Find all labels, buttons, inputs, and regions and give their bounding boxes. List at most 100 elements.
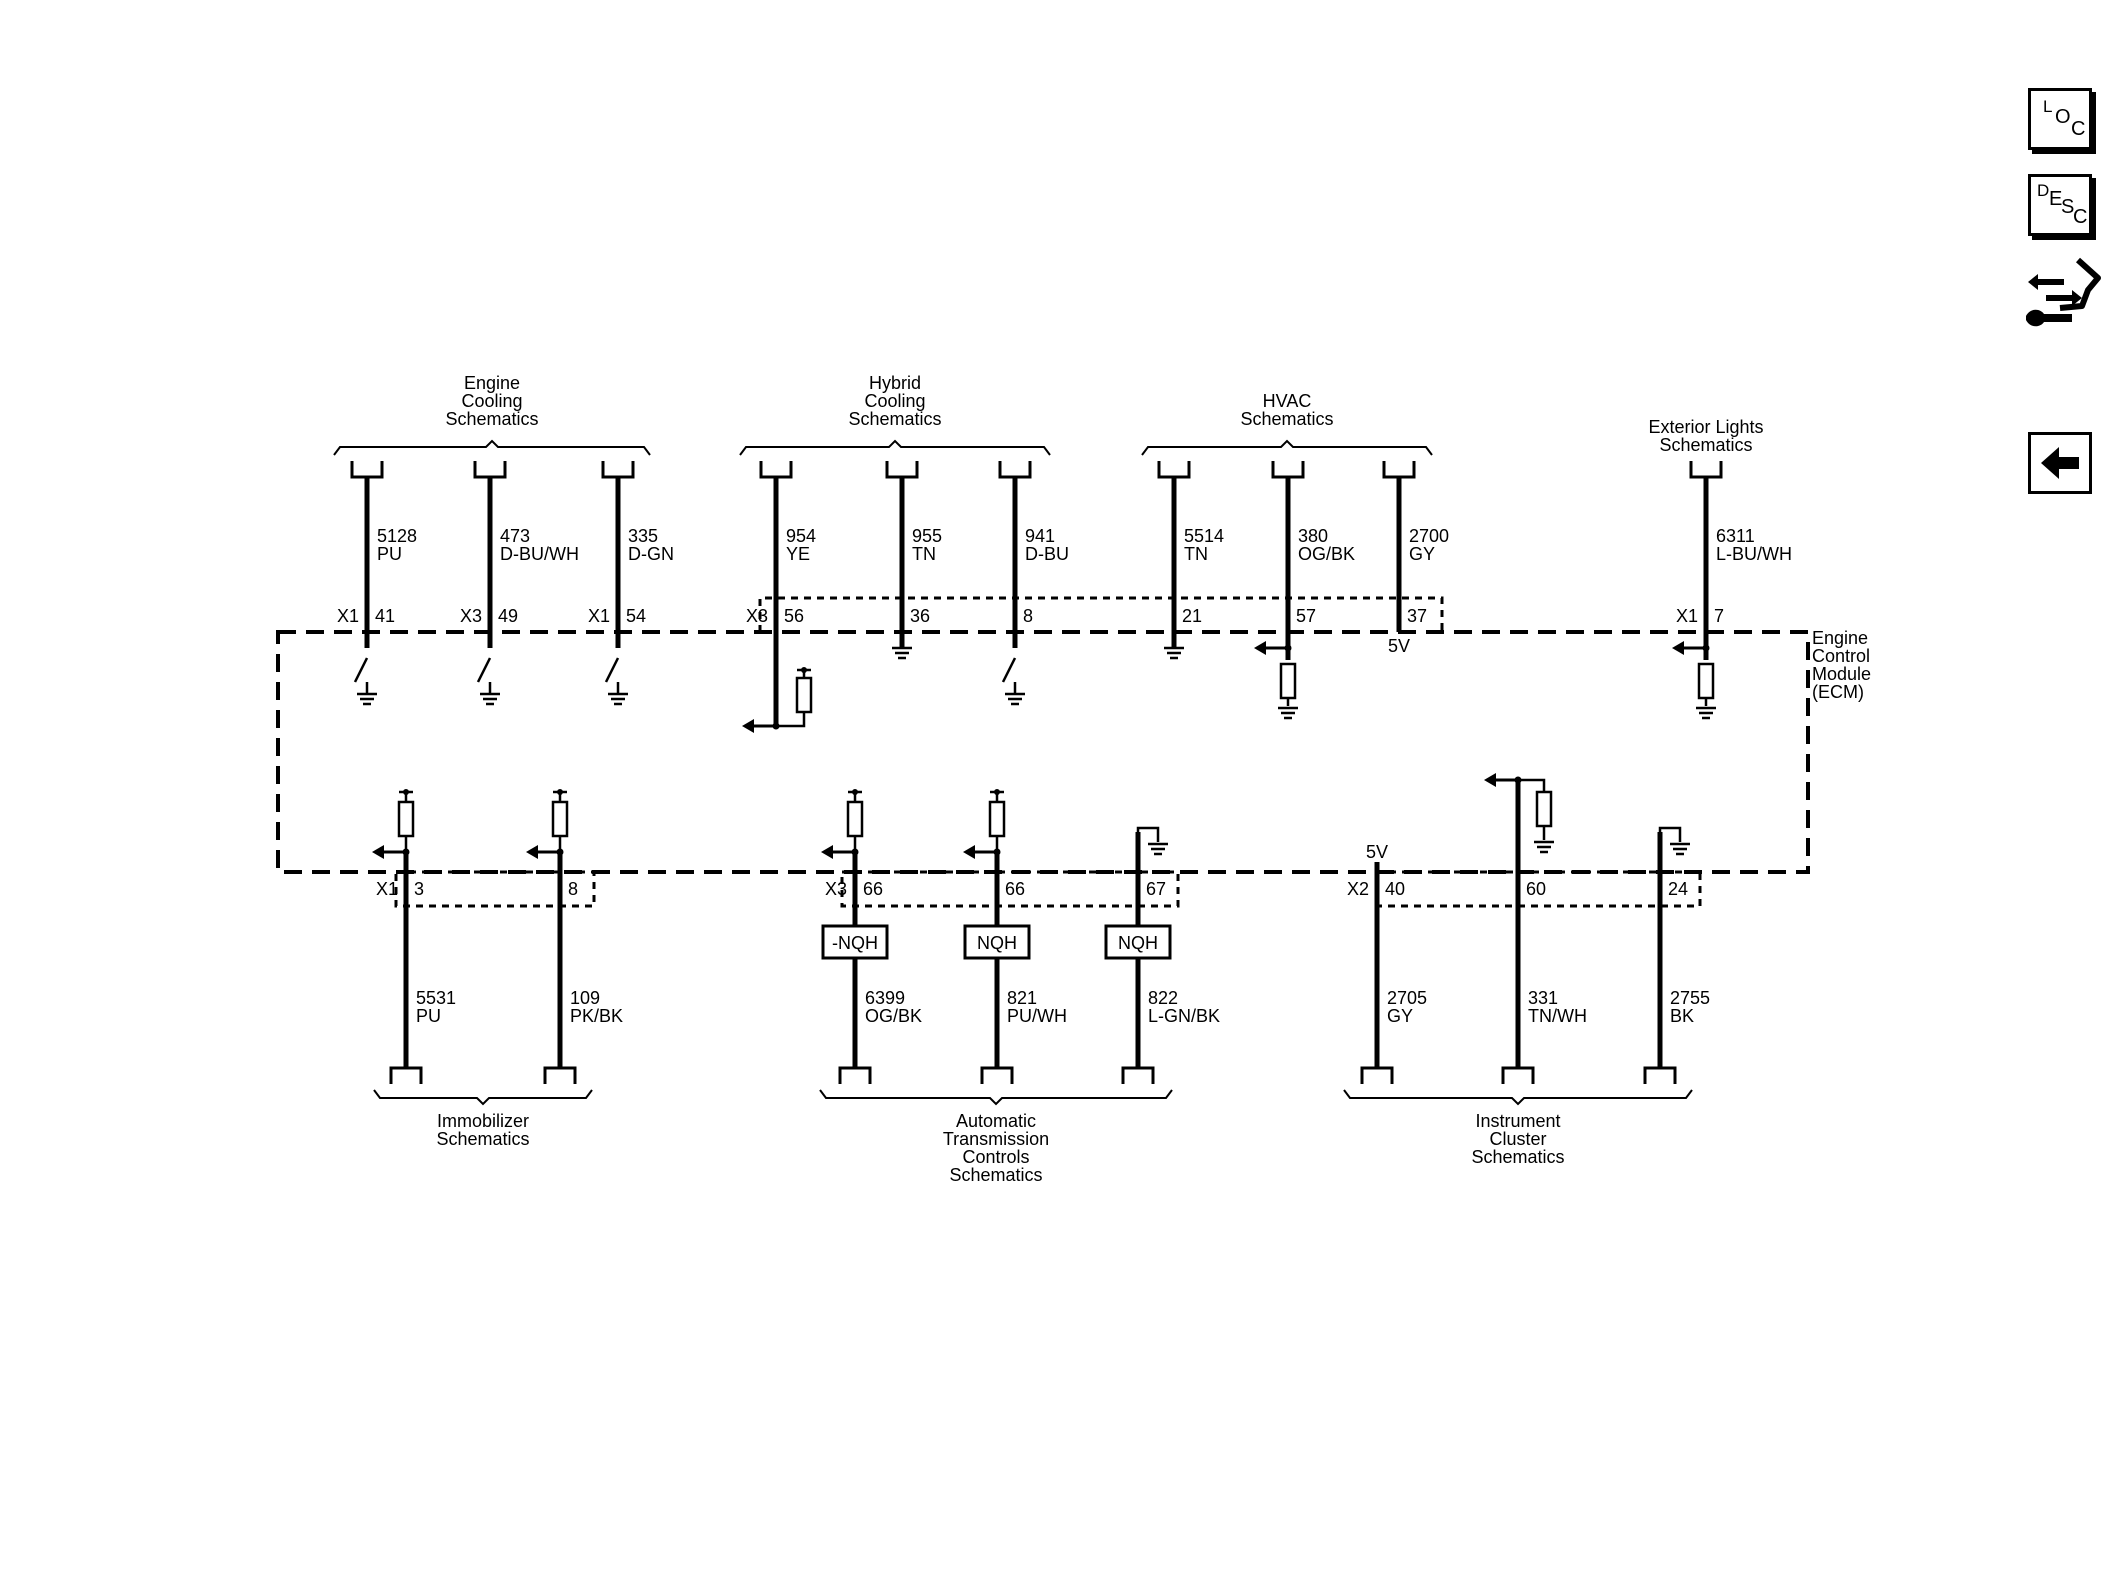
back-button[interactable] xyxy=(2028,432,2092,494)
wire-top-connector-4 xyxy=(885,461,919,479)
wire-top-pin-1: 49 xyxy=(498,606,518,626)
ecm-module-boundary xyxy=(276,630,1810,874)
wire-bottom-pin-0: 3 xyxy=(414,879,424,899)
wire-top-color-8: GY xyxy=(1409,544,1435,564)
header-bottom-1-line-1: Transmission xyxy=(943,1129,1049,1149)
wire-top-color-5: D-BU xyxy=(1025,544,1069,564)
arrow-top-954-head xyxy=(742,719,754,733)
header-top-1-line-0: Hybrid xyxy=(869,373,921,393)
wire-top-pin-9: 7 xyxy=(1714,606,1724,626)
wire-top-pin-5: 8 xyxy=(1023,606,1033,626)
header-top-bracket-1 xyxy=(739,439,1051,456)
wire-top-color-4: TN xyxy=(912,544,936,564)
header-bottom-0-line-0: Immobilizer xyxy=(437,1111,529,1131)
wire-bottom-pin-5: 40 xyxy=(1385,879,1405,899)
wire-top-conn-2: X1 xyxy=(588,606,610,626)
wire-bottom-connector-2 xyxy=(838,1066,872,1084)
desc-letter-s: S xyxy=(2061,196,2075,218)
wire-top-circuit-3: 954 xyxy=(786,526,816,546)
header-bottom-bracket-2 xyxy=(1343,1089,1693,1106)
wire-bottom-circuit-1: 109 xyxy=(570,988,600,1008)
module-label-line-3: (ECM) xyxy=(1812,682,1864,702)
ground-bottom-331 xyxy=(1534,840,1554,854)
connector-route-button[interactable] xyxy=(2024,256,2104,330)
header-top-bracket-0 xyxy=(333,439,651,456)
wire-top-pin-7: 57 xyxy=(1296,606,1316,626)
arrow-bottom-2-head xyxy=(821,845,833,859)
arrow-top-6311-node xyxy=(1702,644,1710,652)
desc-button[interactable]: D E S C xyxy=(2028,174,2092,236)
tap-bottom-822 xyxy=(1136,826,1160,842)
wire-top-connector-5 xyxy=(998,461,1032,479)
arrow-bottom-0-node xyxy=(402,848,410,856)
wire-bottom-color-2: OG/BK xyxy=(865,1006,922,1026)
nqh-label-0: -NQH xyxy=(832,933,878,953)
wire-top-color-1: D-BU/WH xyxy=(500,544,579,564)
wire-top-color-9: L-BU/WH xyxy=(1716,544,1792,564)
desc-letter-d: D xyxy=(2037,181,2050,200)
wire-top-connector-9 xyxy=(1689,461,1723,479)
arrow-bottom-331-head xyxy=(1484,773,1496,787)
header-top-2-line-1: Schematics xyxy=(1240,409,1333,429)
resistor-bottom-0 xyxy=(397,800,415,838)
arrow-top-380-node xyxy=(1284,644,1292,652)
nqh-box-1 xyxy=(963,924,1031,960)
wire-bottom-circuit-2: 6399 xyxy=(865,988,905,1008)
wire-bottom-connector-0 xyxy=(389,1066,423,1084)
wire-bottom-color-6: TN/WH xyxy=(1528,1006,1587,1026)
loc-button[interactable]: L O C xyxy=(2028,88,2092,150)
wire-top-connector-2 xyxy=(601,461,635,479)
wire-bottom-conn-0: X1 xyxy=(376,879,398,899)
header-top-0-line-2: Schematics xyxy=(445,409,538,429)
wire-top-circuit-8: 2700 xyxy=(1409,526,1449,546)
wire-bottom-color-7: BK xyxy=(1670,1006,1694,1026)
resistor-bottom-2 xyxy=(846,800,864,838)
wire-bottom-color-1: PK/BK xyxy=(570,1006,623,1026)
desc-letter-e: E xyxy=(2049,188,2063,210)
tap-bottom-2755 xyxy=(1658,826,1682,842)
desc-letter-c2: C xyxy=(2073,206,2088,228)
wire-bottom-circuit-3: 821 xyxy=(1007,988,1037,1008)
header-bottom-1-line-0: Automatic xyxy=(956,1111,1036,1131)
arrow-bottom-0-head xyxy=(372,845,384,859)
wire-top-conn-1: X3 xyxy=(460,606,482,626)
ground-top-6311 xyxy=(1696,706,1716,720)
header-bottom-0-line-1: Schematics xyxy=(436,1129,529,1149)
wire-bottom-conn-2: X3 xyxy=(825,879,847,899)
pull-bottom-1-dot xyxy=(557,789,563,795)
header-bottom-2-line-2: Schematics xyxy=(1471,1147,1564,1167)
arrow-bottom-1-node xyxy=(556,848,564,856)
resistor-bottom-331 xyxy=(1535,790,1553,828)
pull-bottom-0-dot xyxy=(403,789,409,795)
wire-top-connector-6 xyxy=(1157,461,1191,479)
switch-top-0-ground xyxy=(357,692,377,706)
arrow-bottom-3-head xyxy=(963,845,975,859)
wire-bottom-connector-4 xyxy=(1121,1066,1155,1084)
header-top-1-line-1: Cooling xyxy=(864,391,925,411)
wire-top-connector-3 xyxy=(759,461,793,479)
wire-top-circuit-2: 335 xyxy=(628,526,658,546)
wire-top-connector-0 xyxy=(350,461,384,479)
connector-x3-bottom-outline xyxy=(840,870,1180,908)
wire-bottom-connector-5 xyxy=(1360,1066,1394,1084)
pull-top-954-dot xyxy=(801,667,807,673)
wire-bottom-pin-1: 8 xyxy=(568,879,578,899)
wire-bottom-pin-2: 66 xyxy=(863,879,883,899)
wire-top-circuit-9: 6311 xyxy=(1716,526,1755,546)
ground-top-955 xyxy=(892,646,912,660)
header-top-1-line-2: Schematics xyxy=(848,409,941,429)
wire-top-circuit-6: 5514 xyxy=(1184,526,1224,546)
ground-bottom-2755 xyxy=(1670,842,1690,856)
resistor-top-954 xyxy=(795,676,813,714)
wire-bottom-conn-5: X2 xyxy=(1347,879,1369,899)
wire-bottom-connector-1 xyxy=(543,1066,577,1084)
switch-top-3-ground xyxy=(1005,692,1025,706)
wire-bottom-pin-6: 60 xyxy=(1526,879,1546,899)
ground-top-5514 xyxy=(1164,646,1184,660)
wire-top-connector-8 xyxy=(1382,461,1416,479)
wire-bottom-circuit-4: 822 xyxy=(1148,988,1178,1008)
loc-letter-o: O xyxy=(2055,106,2071,128)
wire-top-color-2: D-GN xyxy=(628,544,674,564)
switch-top-3-blade xyxy=(1001,657,1017,683)
